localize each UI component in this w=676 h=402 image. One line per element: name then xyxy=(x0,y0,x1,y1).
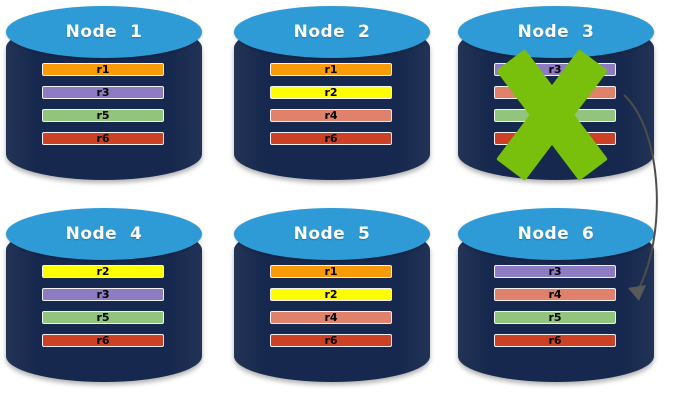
replica-bar[interactable]: r6 xyxy=(42,132,164,145)
cylinder-top xyxy=(6,208,202,260)
cylinder-top xyxy=(234,6,430,58)
replica-bar[interactable]: r5 xyxy=(494,311,616,324)
replica-bar[interactable]: r6 xyxy=(494,334,616,347)
replica-list: r1 r3 r5 r6 xyxy=(0,0,208,186)
replica-bar[interactable]: r2 xyxy=(270,288,392,301)
replica-bar[interactable]: r1 xyxy=(270,63,392,76)
replica-list: r3 r4 r5 r6 xyxy=(452,202,660,388)
replica-bar[interactable]: r5 xyxy=(494,109,616,122)
replica-bar[interactable]: r4 xyxy=(494,86,616,99)
replica-list: r1 r2 r4 r6 xyxy=(228,0,436,186)
cylinder-top xyxy=(6,6,202,58)
replica-bar[interactable]: r6 xyxy=(494,132,616,145)
replica-bar[interactable]: r2 xyxy=(42,265,164,278)
replica-bar[interactable]: r5 xyxy=(42,311,164,324)
replica-list: r2 r3 r5 r6 xyxy=(0,202,208,388)
replica-bar[interactable]: r5 xyxy=(42,109,164,122)
replica-bar[interactable]: r1 xyxy=(42,63,164,76)
replica-bar[interactable]: r6 xyxy=(270,132,392,145)
replica-bar[interactable]: r2 xyxy=(270,86,392,99)
replica-bar[interactable]: r4 xyxy=(270,311,392,324)
replica-bar[interactable]: r3 xyxy=(42,288,164,301)
node-cylinder-5[interactable]: Node 5 r1 r2 r4 r6 xyxy=(228,202,436,388)
cylinder-top xyxy=(458,208,654,260)
replica-bar[interactable]: r6 xyxy=(270,334,392,347)
node-cylinder-3[interactable]: Node 3 r3 r4 r5 r6 xyxy=(452,0,660,186)
replica-bar[interactable]: r3 xyxy=(494,63,616,76)
node-cylinder-4[interactable]: Node 4 r2 r3 r5 r6 xyxy=(0,202,208,388)
replica-list: r1 r2 r4 r6 xyxy=(228,202,436,388)
replica-bar[interactable]: r6 xyxy=(42,334,164,347)
cylinder-top xyxy=(234,208,430,260)
replica-bar[interactable]: r3 xyxy=(494,265,616,278)
replica-bar[interactable]: r4 xyxy=(270,109,392,122)
node-cylinder-1[interactable]: Node 1 r1 r3 r5 r6 xyxy=(0,0,208,186)
replica-bar[interactable]: r1 xyxy=(270,265,392,278)
replica-bar[interactable]: r4 xyxy=(494,288,616,301)
node-cylinder-2[interactable]: Node 2 r1 r2 r4 r6 xyxy=(228,0,436,186)
replica-bar[interactable]: r3 xyxy=(42,86,164,99)
replica-list: r3 r4 r5 r6 xyxy=(452,0,660,186)
node-cylinder-6[interactable]: Node 6 r3 r4 r5 r6 xyxy=(452,202,660,388)
